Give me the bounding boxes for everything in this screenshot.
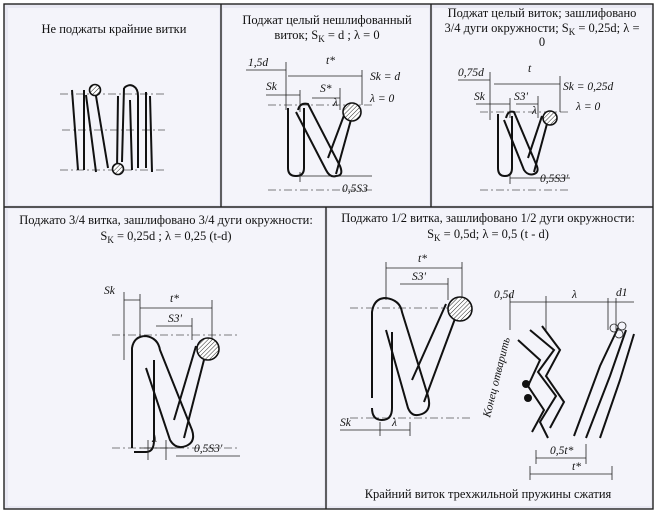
outer-frame — [3, 3, 654, 510]
formula-sk: Sk = d — [370, 71, 400, 83]
formula-lambda-3: λ = 0 — [575, 101, 600, 113]
panel-5-caption-2: SK = 0,5d; λ = 0,5 (t - d) — [427, 227, 549, 243]
dim-lambda-5b: λ — [571, 289, 577, 301]
dim-lambda: λ — [332, 97, 338, 109]
dim-half-s3-prime-4: 0,5S3' — [194, 443, 223, 455]
dim-sk: Sk — [266, 81, 278, 93]
dim-t-star-5: t* — [418, 253, 427, 265]
panel-5-footer: Крайний виток трехжильной пружины сжатия — [365, 487, 612, 501]
dim-t-star: t* — [326, 55, 335, 67]
dim-lambda-5: λ — [391, 417, 397, 429]
spring-1-drawing — [60, 83, 165, 176]
dim-lambda-4: λ — [151, 433, 157, 445]
spring-5-drawing — [340, 262, 635, 480]
wire-section-5 — [447, 296, 473, 322]
spring-4-drawing — [112, 292, 240, 460]
panel-4: Поджато 3/4 витка, зашлифовано 3/4 дуги … — [19, 213, 313, 460]
panel-3-caption-1: Поджат целый виток; зашлифовано — [448, 6, 637, 20]
dim-sk-4: Sk — [104, 285, 116, 297]
dim-s3-prime: S3' — [514, 91, 529, 103]
wire-section-4 — [196, 337, 220, 361]
dim-s3-prime-4: S3' — [168, 313, 183, 325]
panel-3: Поджат целый виток; зашлифовано 3/4 дуги… — [444, 6, 640, 191]
dim-s3-prime-5: S3' — [412, 271, 427, 283]
panel-2-caption-1: Поджат целый нешлифованный — [242, 13, 412, 27]
dim-1-5d: 1,5d — [248, 57, 268, 69]
wire-section-3 — [542, 110, 558, 126]
dim-0-75d: 0,75d — [458, 67, 484, 79]
wire-section-bottom — [111, 162, 125, 176]
panel-4-caption-2: SK = 0,25d ; λ = 0,25 (t-d) — [100, 229, 231, 245]
formula-sk-3: Sk = 0,25d — [563, 81, 613, 93]
dim-half-s3: 0,5S3 — [342, 183, 368, 195]
dim-sk-5: Sk — [340, 417, 352, 429]
dim-0-5t-star: 0,5t* — [550, 445, 574, 457]
dim-t: t — [528, 63, 532, 75]
dim-half-s3-prime: 0,5S3' — [540, 173, 569, 185]
panel-2: Поджат целый нешлифованный виток; SK = d… — [242, 13, 412, 195]
panel-5-bg — [328, 209, 651, 506]
panel-3-bg — [433, 8, 651, 205]
panel-1-bg — [8, 8, 219, 205]
dim-t-star-4: t* — [170, 293, 179, 305]
panel-1-caption: Не поджаты крайние витки — [42, 22, 187, 36]
panel-3-caption-2: 3/4 дуги окружности; SK = 0,25d; λ = — [444, 21, 639, 37]
dim-d1: d1 — [616, 287, 628, 299]
wire-section-top — [88, 83, 102, 97]
dim-t-star-5b: t* — [572, 461, 581, 473]
panel-2-caption-2: виток; SK = d ; λ = 0 — [274, 28, 379, 44]
dim-s-star: S* — [320, 83, 332, 95]
dim-lambda-3: λ — [531, 105, 537, 117]
spring-2-drawing — [246, 62, 372, 191]
panel-2-bg — [223, 8, 429, 205]
spring-3-drawing — [458, 72, 570, 191]
dim-sk-3: Sk — [474, 91, 486, 103]
wire-section-2 — [342, 102, 362, 122]
formula-lambda: λ = 0 — [369, 93, 394, 105]
panel-3-caption-3: 0 — [539, 35, 545, 49]
panel-4-caption-1: Поджато 3/4 витка, зашлифовано 3/4 дуги … — [19, 213, 313, 227]
panel-4-bg — [8, 209, 324, 506]
panel-5-caption-1: Поджато 1/2 витка, зашлифовано 1/2 дуги … — [341, 211, 635, 225]
panel-1: Не поджаты крайние витки — [42, 22, 187, 176]
dim-0-5d: 0,5d — [494, 289, 514, 301]
